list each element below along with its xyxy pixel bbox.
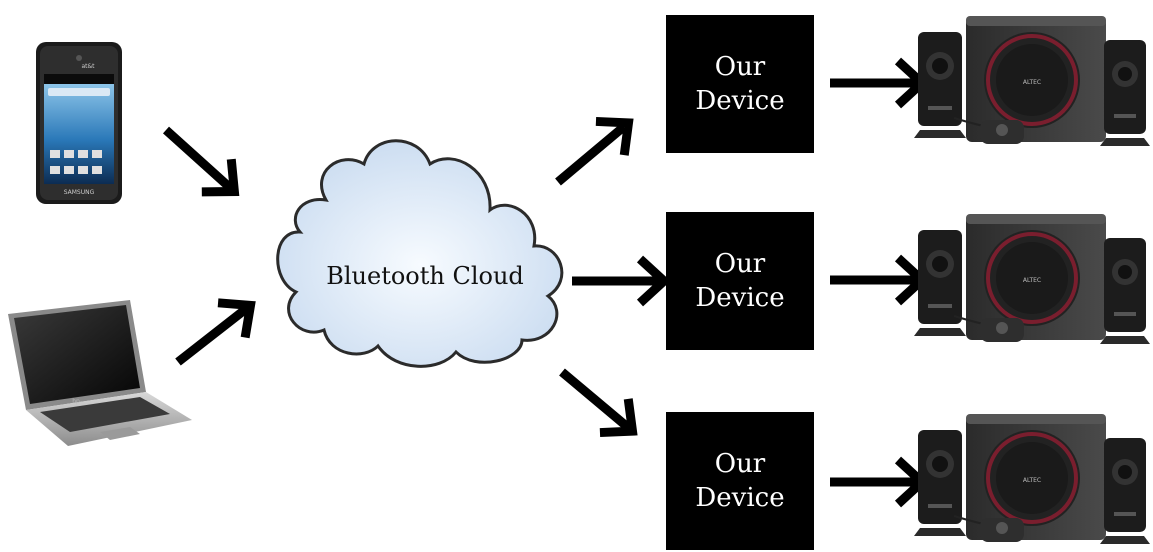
arrow-phone-to-cloud	[151, 114, 249, 208]
smartphone-maker: SAMSUNG	[64, 189, 95, 196]
arrow-cloud-to-device-3	[548, 355, 647, 448]
arrow-device-2-to-speakers	[830, 258, 922, 302]
arrow-icon	[548, 355, 647, 448]
speaker-system-icon	[912, 14, 1152, 148]
arrow-device-3-to-speakers	[830, 460, 922, 504]
device-label-line1: Our	[714, 449, 766, 479]
arrow-device-1-to-speakers	[830, 61, 922, 105]
arrow-icon	[164, 288, 264, 379]
arrow-icon	[830, 258, 922, 302]
device-label-line1: Our	[714, 249, 766, 279]
speaker-system-icon	[912, 212, 1152, 346]
device-label-line2: Device	[695, 283, 785, 313]
device-box-1: Our Device	[666, 15, 814, 153]
laptop-icon: hp	[8, 300, 192, 446]
arrow-icon	[830, 61, 922, 105]
speaker-system-icon	[912, 412, 1152, 546]
device-label-line2: Device	[695, 86, 785, 116]
smartphone-icon: SAMSUNG at&t	[36, 42, 122, 204]
arrow-icon	[544, 106, 643, 199]
cloud-icon	[276, 139, 564, 368]
arrow-icon	[572, 259, 664, 303]
arrow-cloud-to-device-1	[544, 106, 643, 199]
device-label-line2: Device	[695, 483, 785, 513]
arrow-cloud-to-device-2	[572, 259, 664, 303]
arrow-icon	[151, 114, 249, 208]
arrow-laptop-to-cloud	[164, 288, 264, 379]
device-label-line1: Our	[714, 52, 766, 82]
device-box-3: Our Device	[666, 412, 814, 550]
cloud-label: Bluetooth Cloud	[326, 262, 524, 290]
laptop-maker: hp	[72, 398, 80, 405]
arrow-icon	[830, 460, 922, 504]
device-box-2: Our Device	[666, 212, 814, 350]
smartphone-brand: at&t	[81, 63, 95, 70]
